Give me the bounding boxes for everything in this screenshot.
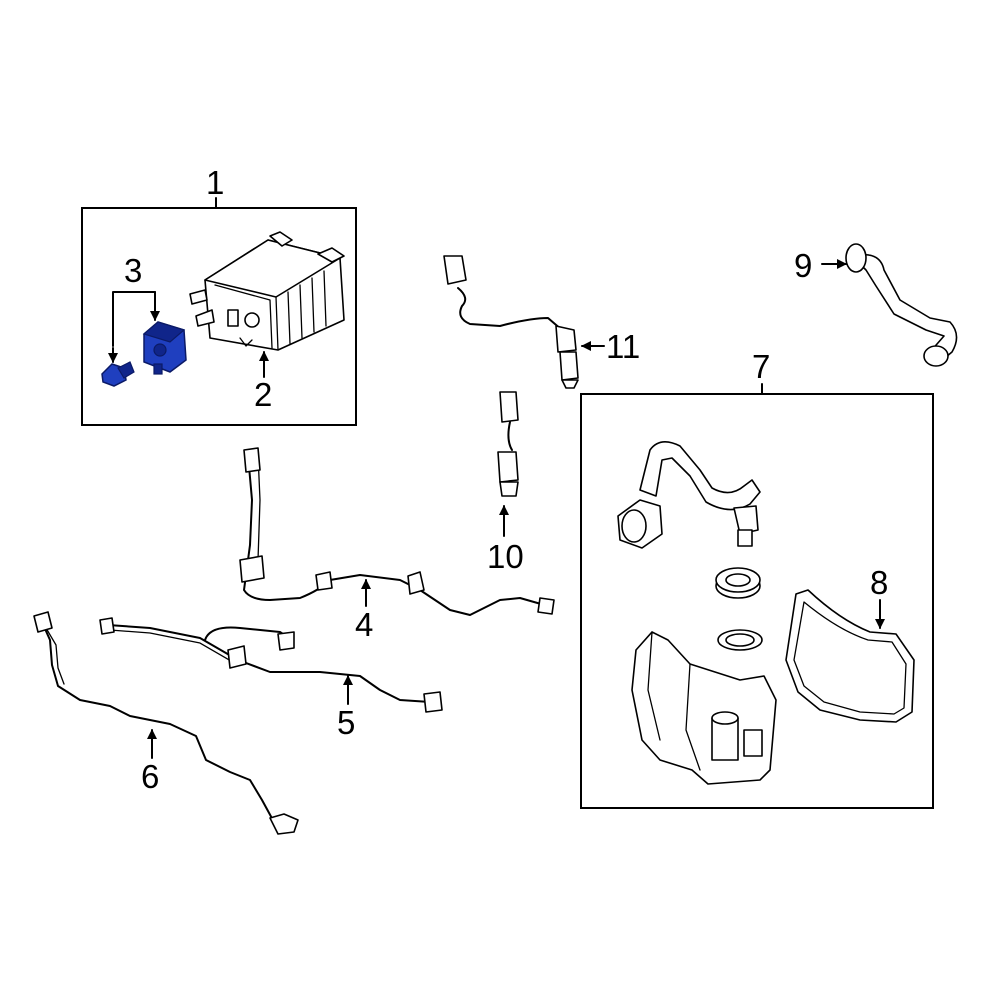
group-1-frame <box>81 207 357 426</box>
wire-harness-6[interactable] <box>33 611 299 835</box>
oil-separator-housing[interactable] <box>631 631 777 785</box>
callout-9[interactable]: 9 <box>794 247 812 284</box>
callout-1[interactable]: 1 <box>206 164 224 201</box>
callout-3-bracket <box>112 291 156 347</box>
callout-2[interactable]: 2 <box>254 376 272 413</box>
group-7-separator-assembly: 7 8 <box>580 348 934 809</box>
callout-11[interactable]: 11 <box>606 328 640 365</box>
wire-harness-4[interactable] <box>239 447 555 616</box>
sensor-10[interactable] <box>497 391 519 497</box>
callout-10[interactable]: 10 <box>487 538 524 575</box>
wire-harness-5[interactable] <box>99 617 443 713</box>
purge-valve-highlighted[interactable] <box>142 321 187 375</box>
callout-8[interactable]: 8 <box>870 564 888 601</box>
callout-7[interactable]: 7 <box>752 348 770 385</box>
o-ring[interactable] <box>717 629 763 651</box>
callout-6[interactable]: 6 <box>141 758 159 795</box>
oxygen-sensor-11[interactable] <box>443 255 579 389</box>
hose-9[interactable] <box>845 243 958 367</box>
callout-5[interactable]: 5 <box>337 704 355 741</box>
vapor-canister[interactable] <box>189 231 345 351</box>
breather-tube-assembly[interactable] <box>617 441 761 549</box>
grommet[interactable] <box>715 567 761 599</box>
gasket-8[interactable] <box>785 589 915 723</box>
group-1-canister-assembly: 1 2 3 <box>81 164 357 426</box>
callout-3[interactable]: 3 <box>124 252 142 289</box>
connector-highlighted[interactable] <box>101 361 135 387</box>
group-7-frame <box>580 393 934 809</box>
callout-4[interactable]: 4 <box>355 606 373 643</box>
